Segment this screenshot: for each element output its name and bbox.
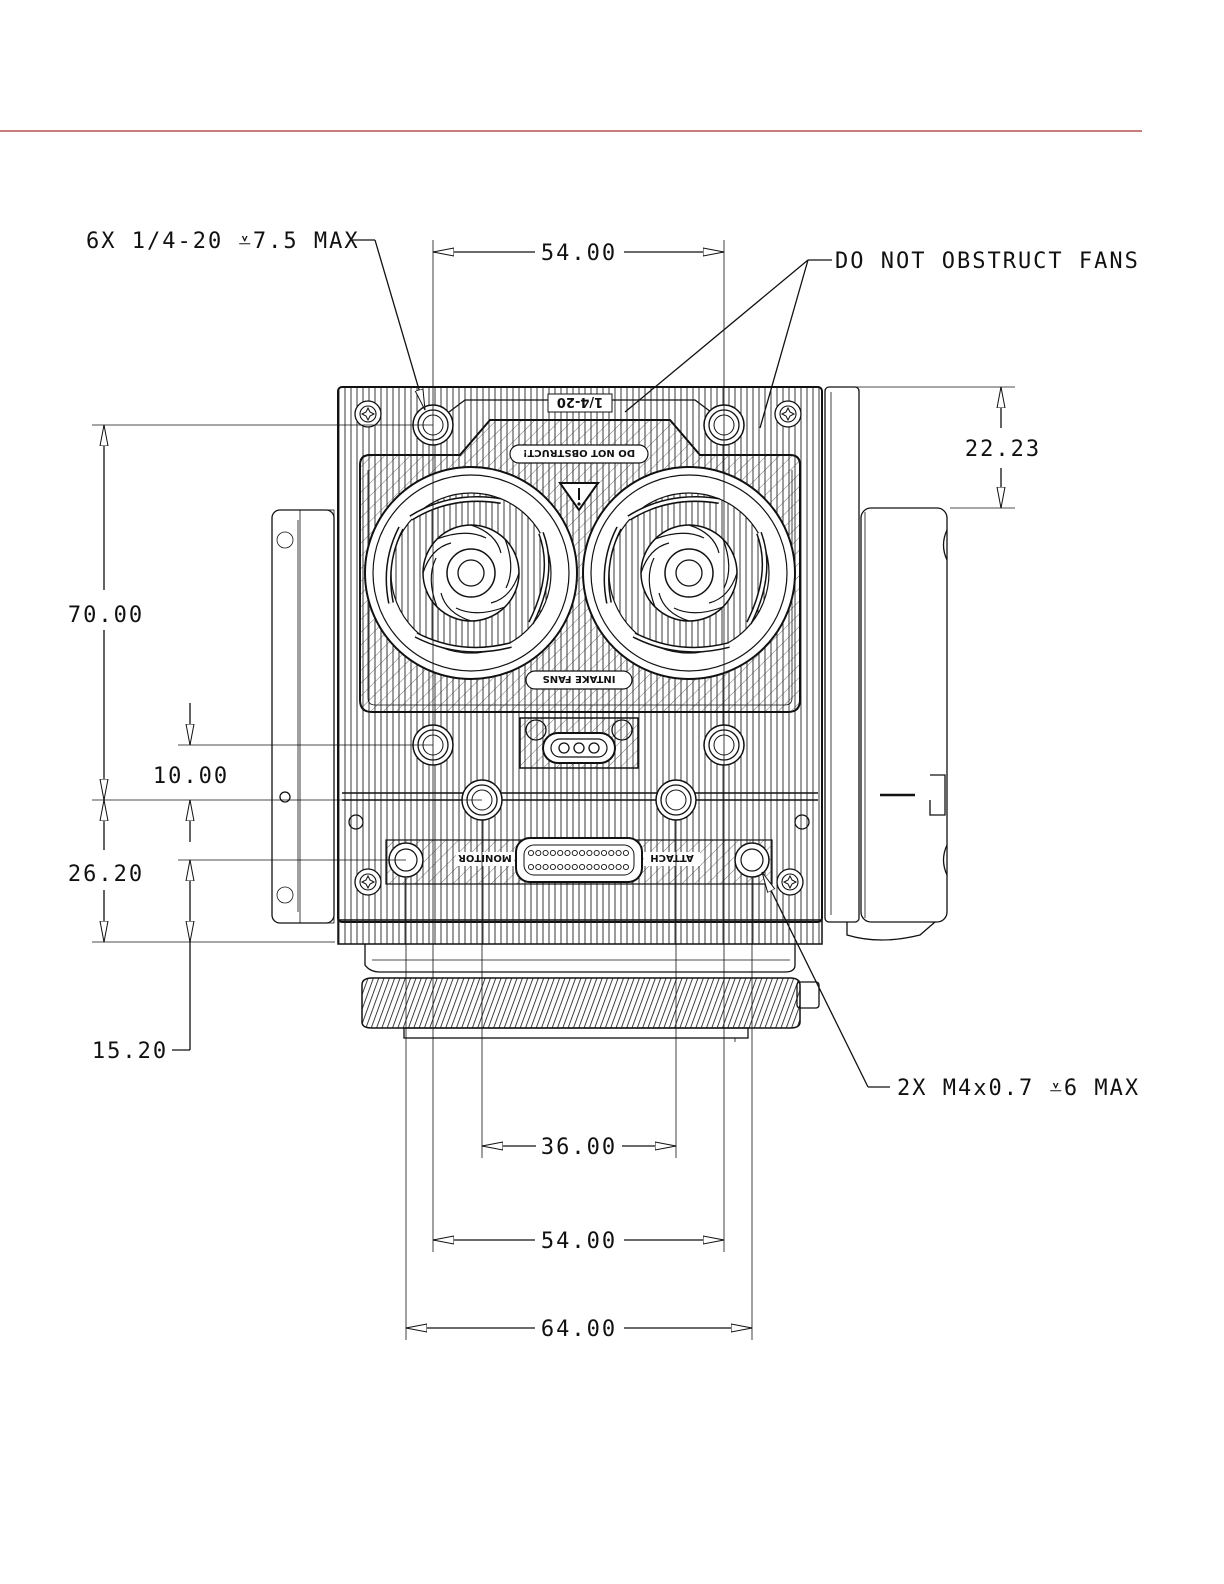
dim-lower-height: 26.20 — [68, 862, 144, 887]
connector-pin — [550, 864, 555, 869]
m4-hole — [735, 843, 769, 877]
dim-right-offset: 22.23 — [965, 437, 1041, 462]
do-not-obstruct-label: DO NOT OBSTRUCT! — [523, 447, 635, 458]
connector-pin — [528, 864, 533, 869]
connector-pin — [587, 850, 592, 855]
note-mount-holes: 6X 1/4-20 ⩡7.5 MAX — [86, 229, 360, 254]
torx-screw-icon — [355, 869, 381, 895]
connector-pin — [536, 864, 541, 869]
mount-hole — [656, 780, 696, 820]
connector-pin — [601, 850, 606, 855]
connector-pin — [594, 864, 599, 869]
connector-pin — [543, 864, 548, 869]
connector-pin — [594, 850, 599, 855]
note-m4-holes: 2X M4x0.7 ⩡6 MAX — [897, 1076, 1140, 1101]
connector-pin — [536, 850, 541, 855]
connector-pin — [609, 864, 614, 869]
dim-top-width: 54.00 — [541, 241, 617, 266]
connector-pin — [565, 864, 570, 869]
connector-pin — [572, 850, 577, 855]
dim-bottom-offset: 15.20 — [92, 1039, 168, 1064]
connector-pin — [623, 850, 628, 855]
note-fans: DO NOT OBSTRUCT FANS — [835, 249, 1140, 274]
connector-pin — [558, 850, 563, 855]
connector-pin — [616, 850, 621, 855]
attach-label: ATTACH — [650, 852, 694, 863]
dim-outer-width: 64.00 — [541, 1317, 617, 1342]
connector-pin — [565, 850, 570, 855]
connector-pin — [543, 850, 548, 855]
connector-pin — [580, 864, 585, 869]
connector-pin — [572, 864, 577, 869]
dim-inner-width: 36.00 — [541, 1135, 617, 1160]
connector-pin — [550, 850, 555, 855]
connector-pin — [609, 850, 614, 855]
connector-pin — [558, 864, 563, 869]
connector-pin — [623, 864, 628, 869]
torx-screw-icon — [355, 401, 381, 427]
intake-fans-label: INTAKE FANS — [543, 673, 616, 684]
torx-screw-icon — [775, 401, 801, 427]
fan-icon-right — [583, 467, 795, 679]
monitor-label: MONITOR — [458, 852, 512, 863]
dim-small-offset: 10.00 — [153, 764, 229, 789]
torx-screw-icon — [777, 869, 803, 895]
dim-bottom-width: 54.00 — [541, 1229, 617, 1254]
connector-pin — [580, 850, 585, 855]
connector-pin — [601, 864, 606, 869]
connector-pin — [616, 864, 621, 869]
camera-body: 1/4-20 DO NOT OBSTRUCT! INTAKE FANS — [272, 387, 947, 1042]
fan-icon-left — [365, 467, 577, 679]
connector-pin — [528, 850, 533, 855]
connector-pin — [587, 864, 592, 869]
dim-left-height: 70.00 — [68, 603, 144, 628]
thread-label: 1/4-20 — [557, 394, 603, 409]
